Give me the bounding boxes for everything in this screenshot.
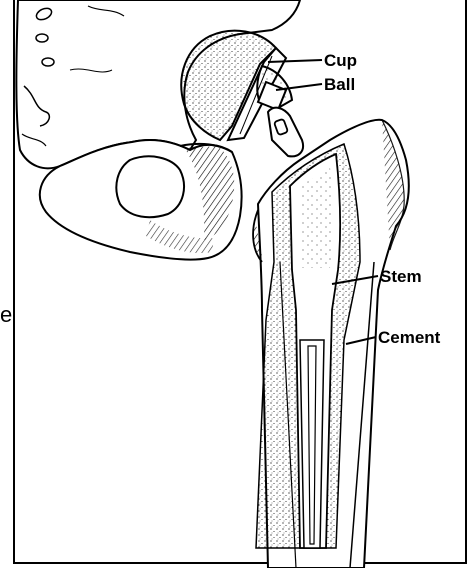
femoral-head-ball xyxy=(257,66,303,156)
cement-label: Cement xyxy=(378,329,440,346)
cup-label: Cup xyxy=(324,52,357,69)
stem-label: Stem xyxy=(380,268,422,285)
ball-label: Ball xyxy=(324,76,355,93)
